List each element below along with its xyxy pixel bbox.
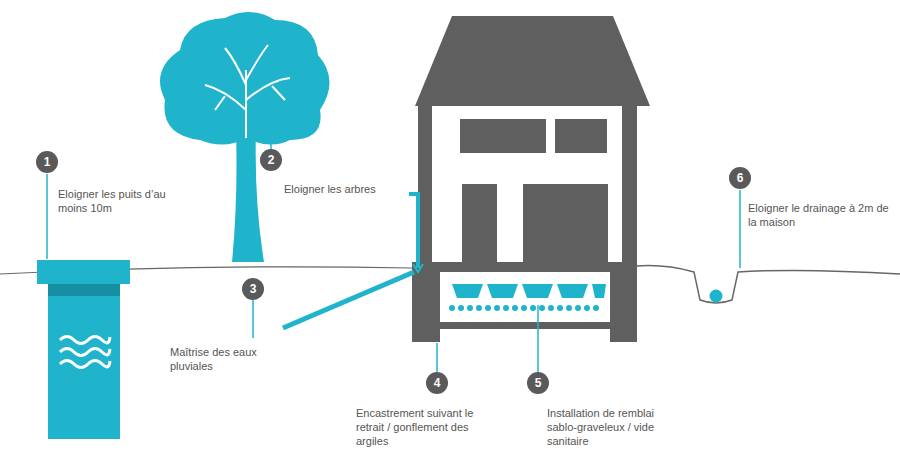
well-cap — [37, 260, 130, 284]
window — [555, 119, 607, 153]
downspout — [409, 194, 418, 268]
rainwater-pipe — [283, 272, 414, 328]
floor-slab — [412, 262, 637, 272]
footing-right — [610, 262, 637, 342]
wall-left — [418, 106, 432, 266]
callout-text: Installation de remblai sablo-graveleux … — [547, 406, 687, 448]
window — [460, 119, 546, 153]
callout-text: Eloigner les puits d’au moins 10m — [58, 187, 176, 215]
window — [462, 184, 497, 262]
callout-number: 1 — [36, 151, 58, 173]
drain-trench — [637, 266, 900, 303]
wall-right — [622, 106, 637, 266]
callout-number: 5 — [527, 372, 549, 394]
well-band — [48, 284, 120, 296]
callout-number: 2 — [260, 149, 282, 171]
callout-number: 4 — [426, 372, 448, 394]
callout-text: Encastrement suivant le retrait / gonfle… — [356, 406, 501, 448]
tree-canopy — [160, 12, 330, 145]
callout-number: 6 — [729, 167, 751, 189]
window — [523, 184, 608, 262]
callout-number: 3 — [242, 278, 264, 300]
callout-text: Eloigner le drainage à 2m de la maison — [748, 201, 893, 229]
tree-branches — [205, 45, 290, 138]
roof — [415, 16, 650, 106]
tree-trunk — [232, 130, 264, 262]
callout-text: Maîtrise des eaux pluviales — [170, 345, 280, 373]
ground-slab — [440, 322, 610, 329]
footing-left — [412, 262, 440, 342]
leader-lines — [47, 128, 740, 372]
drain-pipe — [710, 290, 723, 303]
well-body — [48, 284, 120, 439]
gravel-fill — [452, 284, 606, 298]
downspout-outlet — [413, 264, 423, 272]
gravel-dots — [449, 305, 599, 311]
callout-text: Eloigner les arbres — [284, 182, 404, 196]
water-waves — [60, 337, 110, 368]
